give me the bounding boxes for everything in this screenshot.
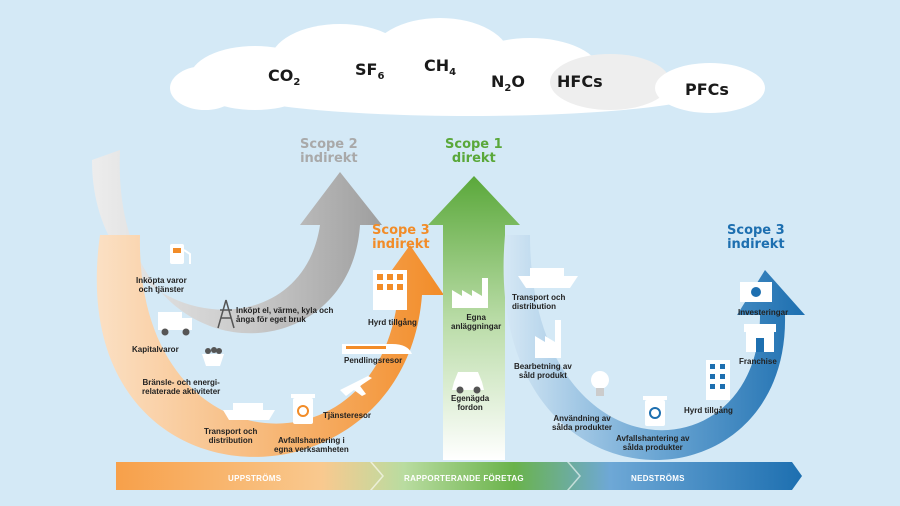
ship-icon-upstream bbox=[223, 403, 275, 420]
label-investments: Investeringar bbox=[738, 308, 789, 317]
scope3-downstream-label: Scope 3 indirekt bbox=[727, 224, 785, 252]
scope2-arrow bbox=[92, 150, 382, 334]
scope3-downstream-title: Scope 3 bbox=[727, 223, 785, 238]
label-capital-goods: Kapitalvaror bbox=[132, 345, 179, 354]
label-franchise: Franchise bbox=[739, 357, 777, 366]
band-downstream-label: NEDSTRÖMS bbox=[631, 474, 685, 483]
label-processing: Bearbetning av såld produkt bbox=[514, 362, 572, 380]
recycle-bin-icon-upstream bbox=[291, 394, 315, 424]
processing-plant-icon bbox=[535, 320, 561, 358]
cloud bbox=[170, 18, 765, 116]
scope1-subtitle: direkt bbox=[451, 151, 496, 166]
label-downstream-leased: Hyrd tillgång bbox=[684, 406, 733, 415]
label-downstream-transport: Transport och distribution bbox=[512, 293, 566, 311]
scope3-upstream-subtitle: indirekt bbox=[372, 237, 430, 252]
label-upstream-leased: Hyrd tillgång bbox=[368, 318, 417, 327]
label-fuel-energy: Bränsle- och energi- relaterade aktivite… bbox=[142, 378, 221, 396]
gas-pfcs: PFCs bbox=[685, 80, 729, 99]
scope1-title: Scope 1 bbox=[445, 137, 503, 152]
label-vehicles: Egenägda fordon bbox=[451, 394, 490, 412]
gas-co2: CO2 bbox=[268, 66, 301, 89]
band-upstream-label: UPPSTRÖMS bbox=[228, 474, 282, 483]
power-pylon-icon bbox=[217, 299, 235, 329]
gas-n2o: N2O bbox=[491, 72, 525, 95]
scope2-label: Scope 2 indirekt bbox=[300, 138, 358, 166]
coal-cart-icon bbox=[202, 347, 224, 366]
truck-icon bbox=[158, 312, 192, 336]
scope2-title: Scope 2 bbox=[300, 137, 358, 152]
building-icon-upstream bbox=[373, 270, 407, 310]
scope3-downstream-arrow bbox=[503, 235, 805, 460]
value-chain-band bbox=[116, 462, 802, 490]
scope3-downstream-subtitle: indirekt bbox=[727, 237, 785, 252]
label-purchased-goods: Inköpta varor och tjänster bbox=[136, 276, 187, 294]
ship-icon-downstream bbox=[518, 268, 578, 288]
storefront-icon bbox=[744, 324, 776, 352]
train-icon bbox=[342, 344, 412, 354]
band-reporting-label: RAPPORTERANDE FÖRETAG bbox=[404, 474, 524, 483]
fuel-pump-icon bbox=[170, 244, 191, 264]
scope3-upstream-arrow bbox=[96, 235, 444, 457]
label-downstream-waste: Avfallshantering av sålda produkter bbox=[616, 434, 690, 452]
gas-hfcs: HFCs bbox=[557, 72, 603, 91]
label-purchased-energy: Inköpt el, värme, kyla och ånga för eget… bbox=[236, 306, 334, 324]
gas-ch4: CH4 bbox=[424, 56, 457, 79]
label-upstream-waste: Avfallshantering i egna verksamheten bbox=[274, 436, 349, 454]
building-icon-downstream bbox=[706, 360, 730, 400]
label-commuting: Pendlingsresor bbox=[344, 356, 403, 365]
car-icon bbox=[452, 372, 484, 394]
label-product-use: Användning av sålda produkter bbox=[552, 414, 613, 432]
light-bulb-icon bbox=[591, 371, 609, 396]
scope3-upstream-label: Scope 3 indirekt bbox=[372, 224, 430, 252]
scope2-subtitle: indirekt bbox=[300, 151, 358, 166]
airplane-icon bbox=[340, 376, 372, 396]
label-business-travel: Tjänsteresor bbox=[323, 411, 372, 420]
scope1-arrow bbox=[428, 176, 520, 460]
label-upstream-transport: Transport och distribution bbox=[204, 427, 258, 445]
scope1-label: Scope 1 direkt bbox=[445, 138, 503, 166]
scope3-upstream-title: Scope 3 bbox=[372, 223, 430, 238]
banknote-icon bbox=[740, 282, 772, 302]
label-facilities: Egna anläggningar bbox=[451, 313, 502, 331]
factory-icon bbox=[452, 278, 488, 308]
gas-sf6: SF6 bbox=[355, 60, 385, 83]
recycle-bin-icon-downstream bbox=[643, 396, 667, 426]
